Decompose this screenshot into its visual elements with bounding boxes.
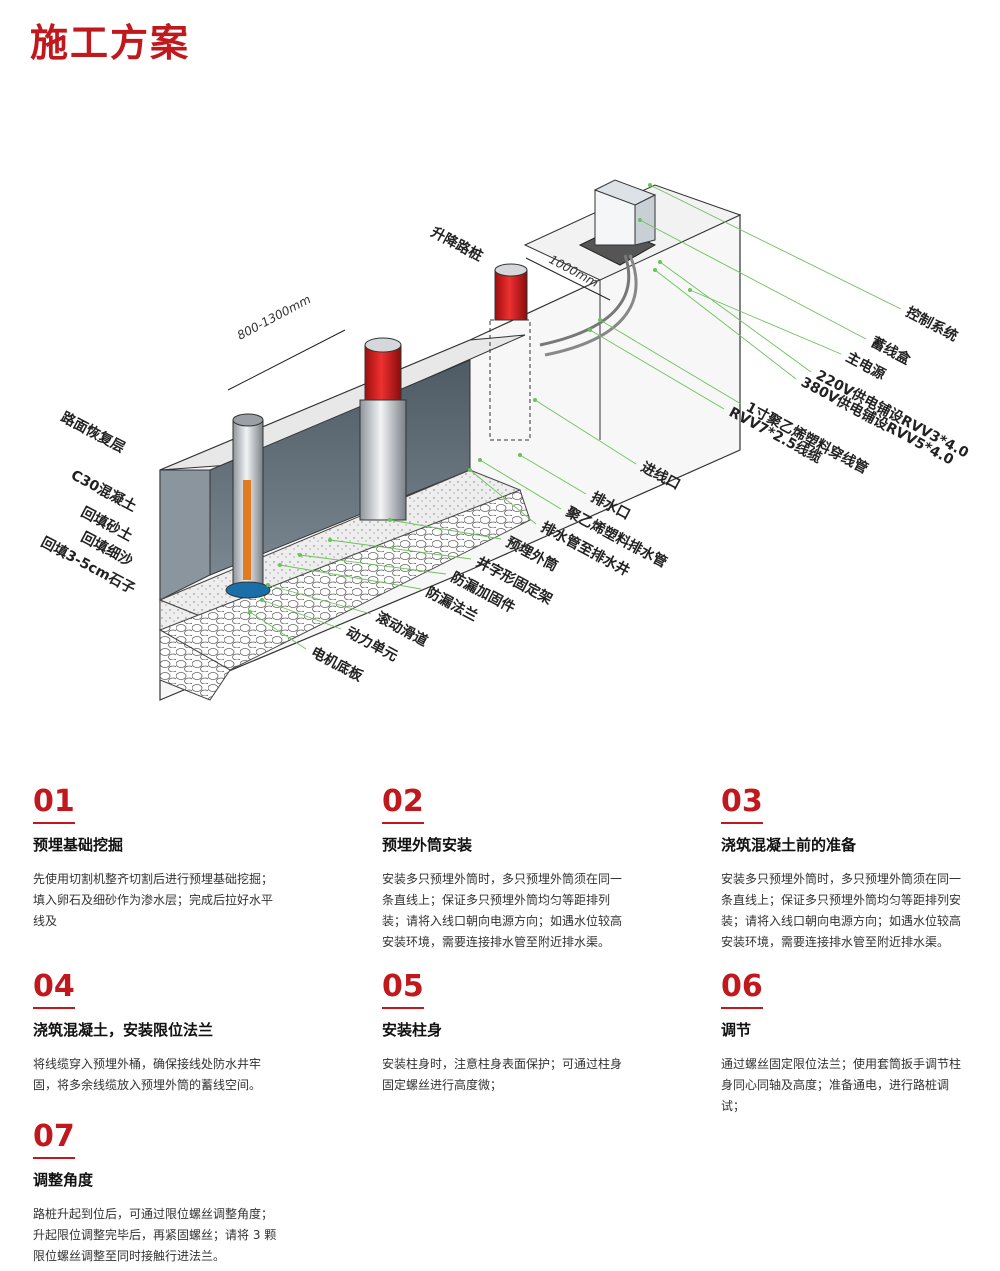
label-control-system: 控制系统: [903, 304, 960, 345]
leader-line: [689, 289, 842, 355]
leader-dot: [328, 538, 332, 542]
leader-line: [279, 564, 422, 590]
page-title: 施工方案: [30, 21, 191, 65]
label-concrete: C30混凝土: [68, 467, 139, 516]
leader-dot: [598, 318, 602, 322]
leader-dot: [298, 553, 302, 557]
step-title: 调整角度: [33, 1171, 94, 1189]
leader-line: [299, 554, 447, 575]
step-title: 安装柱身: [382, 1021, 443, 1039]
leader-line: [534, 399, 637, 465]
leader-line: [329, 539, 472, 560]
leader-line: [261, 599, 342, 630]
leader-dot: [688, 288, 692, 292]
leader-dot: [478, 458, 482, 462]
step-text: 先使用切割机整齐切割后进行预埋基础挖掘；填入卵石及细砂作为渗水层；完成后拉好水平…: [33, 872, 274, 928]
step-06: 06 调节 通过螺丝固定限位法兰；使用套筒扳手调节柱身同心同轴及高度；准备通电，…: [721, 970, 971, 1117]
leader-dot: [266, 583, 270, 587]
step-text: 将线缆穿入预埋外桶，确保接线处防水井牢固，将多余线缆放入预埋外筒的蓄线空间。: [33, 1057, 262, 1092]
leader-line: [267, 584, 372, 615]
leader-line: [469, 469, 537, 525]
leader-line: [389, 519, 502, 540]
leader-dot: [638, 218, 642, 222]
step-title: 调节: [721, 1021, 752, 1039]
bollard-outer-sleeve: [489, 263, 531, 441]
step-03: 03 浇筑混凝土前的准备 安装多只预埋外筒时，多只预埋外筒须在同一条直线上；保证…: [721, 785, 971, 953]
leader-dot: [278, 563, 282, 567]
step-number: 02: [382, 785, 424, 824]
step-02: 02 预埋外筒安装 安装多只预埋外筒时，多只预埋外筒须在同一条直线上；保证多只预…: [382, 785, 632, 953]
step-text: 通过螺丝固定限位法兰；使用套筒扳手调节柱身同心同轴及高度；准备通电，进行路桩调试…: [721, 1057, 962, 1113]
leader-dot: [658, 260, 662, 264]
step-04: 04 浇筑混凝土，安装限位法兰 将线缆穿入预埋外桶，确保接线处防水井牢固，将多余…: [33, 970, 283, 1096]
label-motor-plate: 电机底板: [308, 644, 366, 686]
step-01: 01 预埋基础挖掘 先使用切割机整齐切割后进行预埋基础挖掘；填入卵石及细砂作为渗…: [33, 785, 283, 932]
leader-dot: [260, 598, 264, 602]
step-title: 浇筑混凝土，安装限位法兰: [33, 1021, 214, 1039]
leader-line: [519, 454, 587, 495]
step-title: 浇筑混凝土前的准备: [721, 836, 857, 854]
leader-line: [659, 261, 812, 373]
bollard-raised: [359, 337, 407, 521]
leader-dot: [518, 453, 522, 457]
step-title: 预埋基础挖掘: [33, 836, 124, 854]
leader-dot: [388, 518, 392, 522]
dim-spacing: 800-1300mm: [235, 292, 313, 342]
leader-line: [249, 611, 307, 650]
step-05: 05 安装柱身 安装柱身时，注意柱身表面保护；可通过柱身固定螺丝进行高度微；: [382, 970, 632, 1096]
step-number: 03: [721, 785, 763, 824]
leader-dot: [533, 398, 537, 402]
leader-line: [639, 219, 867, 340]
bollard-embedded: [225, 413, 271, 599]
control-cabinet: [539, 179, 657, 357]
right-leader-lines: [248, 183, 902, 650]
leader-dot: [648, 183, 652, 187]
step-text: 安装柱身时，注意柱身表面保护；可通过柱身固定螺丝进行高度微；: [382, 1057, 623, 1092]
left-labels: 路面恢复层 C30混凝土 回填砂土 回填细沙 回填3-5cm石子: [38, 409, 139, 598]
label-bollard: 升降路桩: [428, 224, 485, 265]
leader-dot: [468, 468, 472, 472]
leader-dot: [588, 328, 592, 332]
step-number: 06: [721, 970, 763, 1009]
leader-line: [479, 459, 562, 510]
leader-dot: [653, 268, 657, 272]
leader-line: [649, 184, 902, 310]
step-number: 01: [33, 785, 75, 824]
step-number: 05: [382, 970, 424, 1009]
step-text: 安装多只预埋外筒时，多只预埋外筒须在同一条直线上；保证多只预埋外筒均匀等距排列安…: [721, 872, 962, 949]
step-number: 07: [33, 1120, 75, 1159]
step-title: 预埋外筒安装: [382, 836, 473, 854]
leader-line: [599, 319, 742, 405]
step-07: 07 调整角度 路桩升起到位后，可通过限位螺丝调整角度；升起限位调整完毕后，再紧…: [33, 1120, 283, 1267]
ground-block: [158, 184, 742, 701]
step-number: 04: [33, 970, 75, 1009]
leader-line: [654, 269, 797, 380]
leader-line: [589, 329, 725, 410]
label-road-surface: 路面恢复层: [58, 409, 128, 457]
installation-diagram: 800-1300mm 1000mm 升降路桩 控制系统 蓄线盒 主电源 220V…: [38, 179, 972, 701]
step-text: 路桩升起到位后，可通过限位螺丝调整角度；升起限位调整完毕后，再紧固螺丝；请将 3…: [33, 1207, 277, 1263]
leader-dot: [248, 610, 252, 614]
step-text: 安装多只预埋外筒时，多只预埋外筒须在同一条直线上；保证多只预埋外筒均匀等距排列装…: [382, 872, 623, 949]
